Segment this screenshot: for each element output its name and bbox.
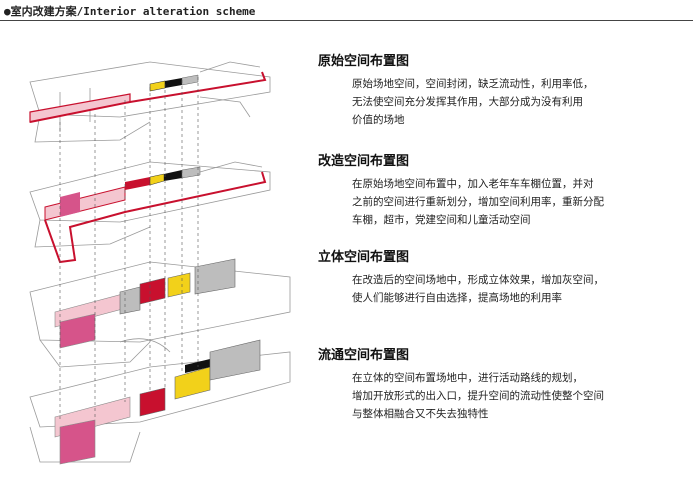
page-title: ●室内改建方案/Interior alteration scheme xyxy=(4,5,256,18)
layer-3-gray-volume xyxy=(194,258,236,295)
layer-4-red-volume xyxy=(139,387,166,417)
layer-3-wall xyxy=(39,339,151,368)
layer-3-gray-box xyxy=(119,286,141,315)
layer-4-wall xyxy=(29,426,141,463)
description-line: 价值的场地 xyxy=(352,114,405,126)
header-divider xyxy=(0,20,693,21)
section-original-layout: 原始空间布置图 原始场地空间，空间封闭，缺乏流动性，利用率低， 无法使空间充分发… xyxy=(318,50,688,129)
description-line: 与整体相融合又不失去独特性 xyxy=(352,408,489,420)
description-line: 无法使空间充分发挥其作用，大部分成为没有利用 xyxy=(352,96,583,108)
layer-4-gray-volume xyxy=(209,339,261,381)
description-line: 使人们能够进行自由选择，提高场地的利用率 xyxy=(352,292,562,304)
section-renovated-layout: 改造空间布置图 在原始场地空间布置中，加入老年车车棚位置，并对 之前的空间进行重… xyxy=(318,150,688,229)
layer-3-red-volume xyxy=(139,277,166,305)
layer-4-volumes xyxy=(54,339,261,465)
layer-2-yellow-room xyxy=(149,173,165,186)
layer-2-magenta-room xyxy=(60,192,80,217)
section-title: 流通空间布置图 xyxy=(318,348,410,363)
projection-lines xyxy=(59,77,199,422)
layer-1-wall xyxy=(34,113,151,143)
description-line: 之前的空间进行重新划分，增加空间利用率，重新分配 xyxy=(352,196,604,208)
description-line: 车棚，超市，党建空间和儿童活动空间 xyxy=(352,214,531,226)
layer-3-yellow-volume xyxy=(167,272,191,298)
section-title: 原始空间布置图 xyxy=(318,54,410,69)
section-title: 改造空间布置图 xyxy=(318,154,410,169)
section-description: 在原始场地空间布置中，加入老年车车棚位置，并对 之前的空间进行重新划分，增加空间… xyxy=(352,175,652,229)
section-description: 在立体的空间布置场地中，进行活动路线的规划， 增加开放形式的出入口，提升空间的流… xyxy=(352,369,652,423)
description-line: 原始场地空间，空间封闭，缺乏流动性，利用率低， xyxy=(352,78,594,90)
layer-2-partition xyxy=(199,161,263,173)
description-line: 增加开放形式的出入口，提升空间的流动性使整个空间 xyxy=(352,390,604,402)
layer-2-red-boundary xyxy=(44,171,267,264)
description-line: 在立体的空间布置场地中，进行活动路线的规划， xyxy=(352,372,583,384)
section-3d-layout: 立体空间布置图 在改造后的空间场地中，形成立体效果，增加灰空间， 使人们能够进行… xyxy=(318,246,688,307)
layer-2-red-room xyxy=(125,177,150,190)
description-line: 在原始场地空间布置中，加入老年车车棚位置，并对 xyxy=(352,178,594,190)
layer-1-gray-room xyxy=(181,74,199,86)
layer-1-black-room xyxy=(165,78,182,88)
layer-1-rooms xyxy=(29,71,267,123)
layer-1-pink-strip xyxy=(29,93,131,123)
description-line: 在改造后的空间场地中，形成立体效果，增加灰空间， xyxy=(352,274,604,286)
exploded-axonometric-diagram xyxy=(29,61,291,465)
layer-4-outline xyxy=(29,351,291,428)
layer-3-volumes xyxy=(54,258,236,349)
layer-4-yellow-volume xyxy=(174,366,211,400)
layer-4-black-volume xyxy=(185,359,210,373)
page-header: ●室内改建方案/Interior alteration scheme xyxy=(0,0,693,22)
section-title: 立体空间布置图 xyxy=(318,250,410,265)
layer-1-red-boundary xyxy=(29,71,267,123)
section-description: 原始场地空间，空间封闭，缺乏流动性，利用率低， 无法使空间充分发挥其作用，大部分… xyxy=(352,75,652,129)
layer-2-gray-room xyxy=(181,166,201,179)
section-circulation-layout: 流通空间布置图 在立体的空间布置场地中，进行活动路线的规划， 增加开放形式的出入… xyxy=(318,344,688,423)
layer-1-yellow-room xyxy=(149,80,166,92)
layer-1-wall xyxy=(199,96,251,118)
layer-2-black-room xyxy=(164,170,182,181)
layer-4-magenta-volume xyxy=(59,419,96,465)
section-description: 在改造后的空间场地中，形成立体效果，增加灰空间， 使人们能够进行自由选择，提高场… xyxy=(352,271,652,307)
